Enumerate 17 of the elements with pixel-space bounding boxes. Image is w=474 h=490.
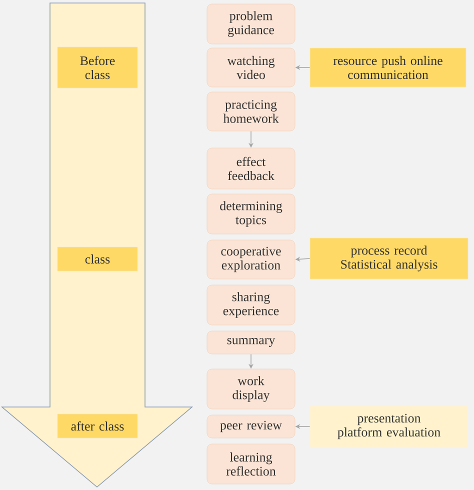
step-box: practicing homework (206, 92, 296, 132)
support-box: resource push online communication (310, 48, 466, 88)
step-box: determining topics (206, 194, 296, 234)
step-box: effect feedback (206, 148, 296, 190)
step-box: watching video (206, 48, 296, 88)
step-box: work display (206, 368, 296, 410)
step-box: peer review (206, 414, 296, 438)
phase-label-box: class (57, 246, 138, 272)
support-box: presentation platform evaluation (310, 406, 468, 448)
step-box: sharing experience (206, 284, 296, 326)
step-box: learning reflection (206, 444, 296, 484)
phase-label-box: after class (57, 414, 138, 438)
step-box: cooperative exploration (206, 240, 296, 280)
support-box: process record Statistical analysis (310, 238, 468, 280)
step-box: summary (206, 330, 296, 354)
phase-label-box: Before class (57, 46, 138, 88)
step-box: problem guidance (206, 4, 296, 44)
